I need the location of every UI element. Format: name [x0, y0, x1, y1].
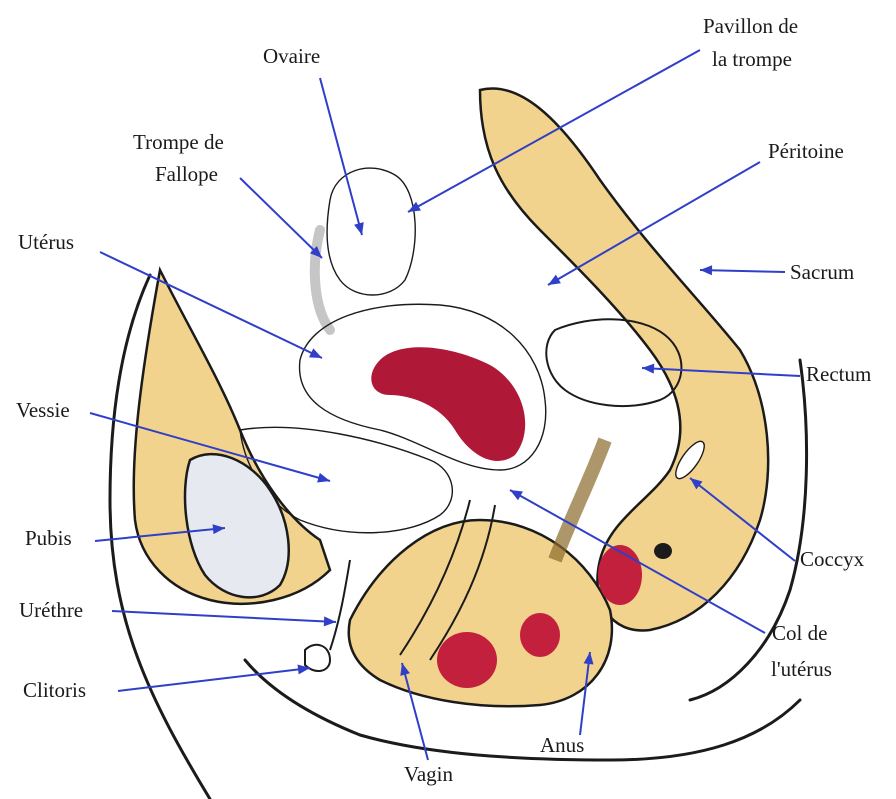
arrowhead-rectum	[642, 364, 654, 374]
levator-muscle	[520, 613, 560, 657]
clitoris-shape	[305, 645, 330, 671]
label-urethre: Uréthre	[19, 598, 83, 622]
label-sacrum: Sacrum	[790, 260, 854, 284]
label-trompe-line2: Fallope	[155, 162, 218, 186]
label-vagin: Vagin	[404, 762, 453, 786]
label-trompe-line1: Trompe de	[133, 130, 224, 154]
arrowhead-peritoine	[548, 275, 561, 285]
arrowhead-clitoris	[297, 664, 310, 674]
anal-canal	[555, 440, 605, 560]
urethral-canal	[330, 560, 350, 650]
leader-line-trompe	[240, 178, 322, 258]
label-pavillon-line1: Pavillon de	[703, 14, 798, 38]
arrowhead-sacrum	[700, 265, 712, 275]
leader-line-sacrum	[700, 270, 785, 272]
reproductive-organs	[300, 168, 546, 470]
bulbocavernosus-muscle	[437, 632, 497, 688]
label-pubis: Pubis	[25, 526, 72, 550]
label-peritoine: Péritoine	[768, 139, 844, 163]
label-col-line2: l'utérus	[771, 657, 832, 681]
anal-sphincter	[598, 545, 642, 605]
label-coccyx: Coccyx	[800, 547, 865, 571]
arrowhead-vessie	[317, 473, 330, 483]
leader-line-ovaire	[320, 78, 362, 235]
leader-line-urethre	[112, 611, 336, 622]
label-uterus: Utérus	[18, 230, 74, 254]
label-clitoris: Clitoris	[23, 678, 86, 702]
arrowhead-urethre	[324, 616, 336, 626]
label-pavillon-line2: la trompe	[712, 47, 792, 71]
label-ovaire: Ovaire	[263, 44, 320, 68]
label-vessie: Vessie	[16, 398, 70, 422]
uterus-lumen	[371, 347, 525, 461]
label-anus: Anus	[540, 733, 584, 757]
ovary-shape	[327, 168, 415, 295]
leader-line-uterus	[100, 252, 322, 358]
label-col-line1: Col de	[772, 621, 827, 645]
label-rectum: Rectum	[806, 362, 871, 386]
rectum-star	[601, 349, 630, 375]
